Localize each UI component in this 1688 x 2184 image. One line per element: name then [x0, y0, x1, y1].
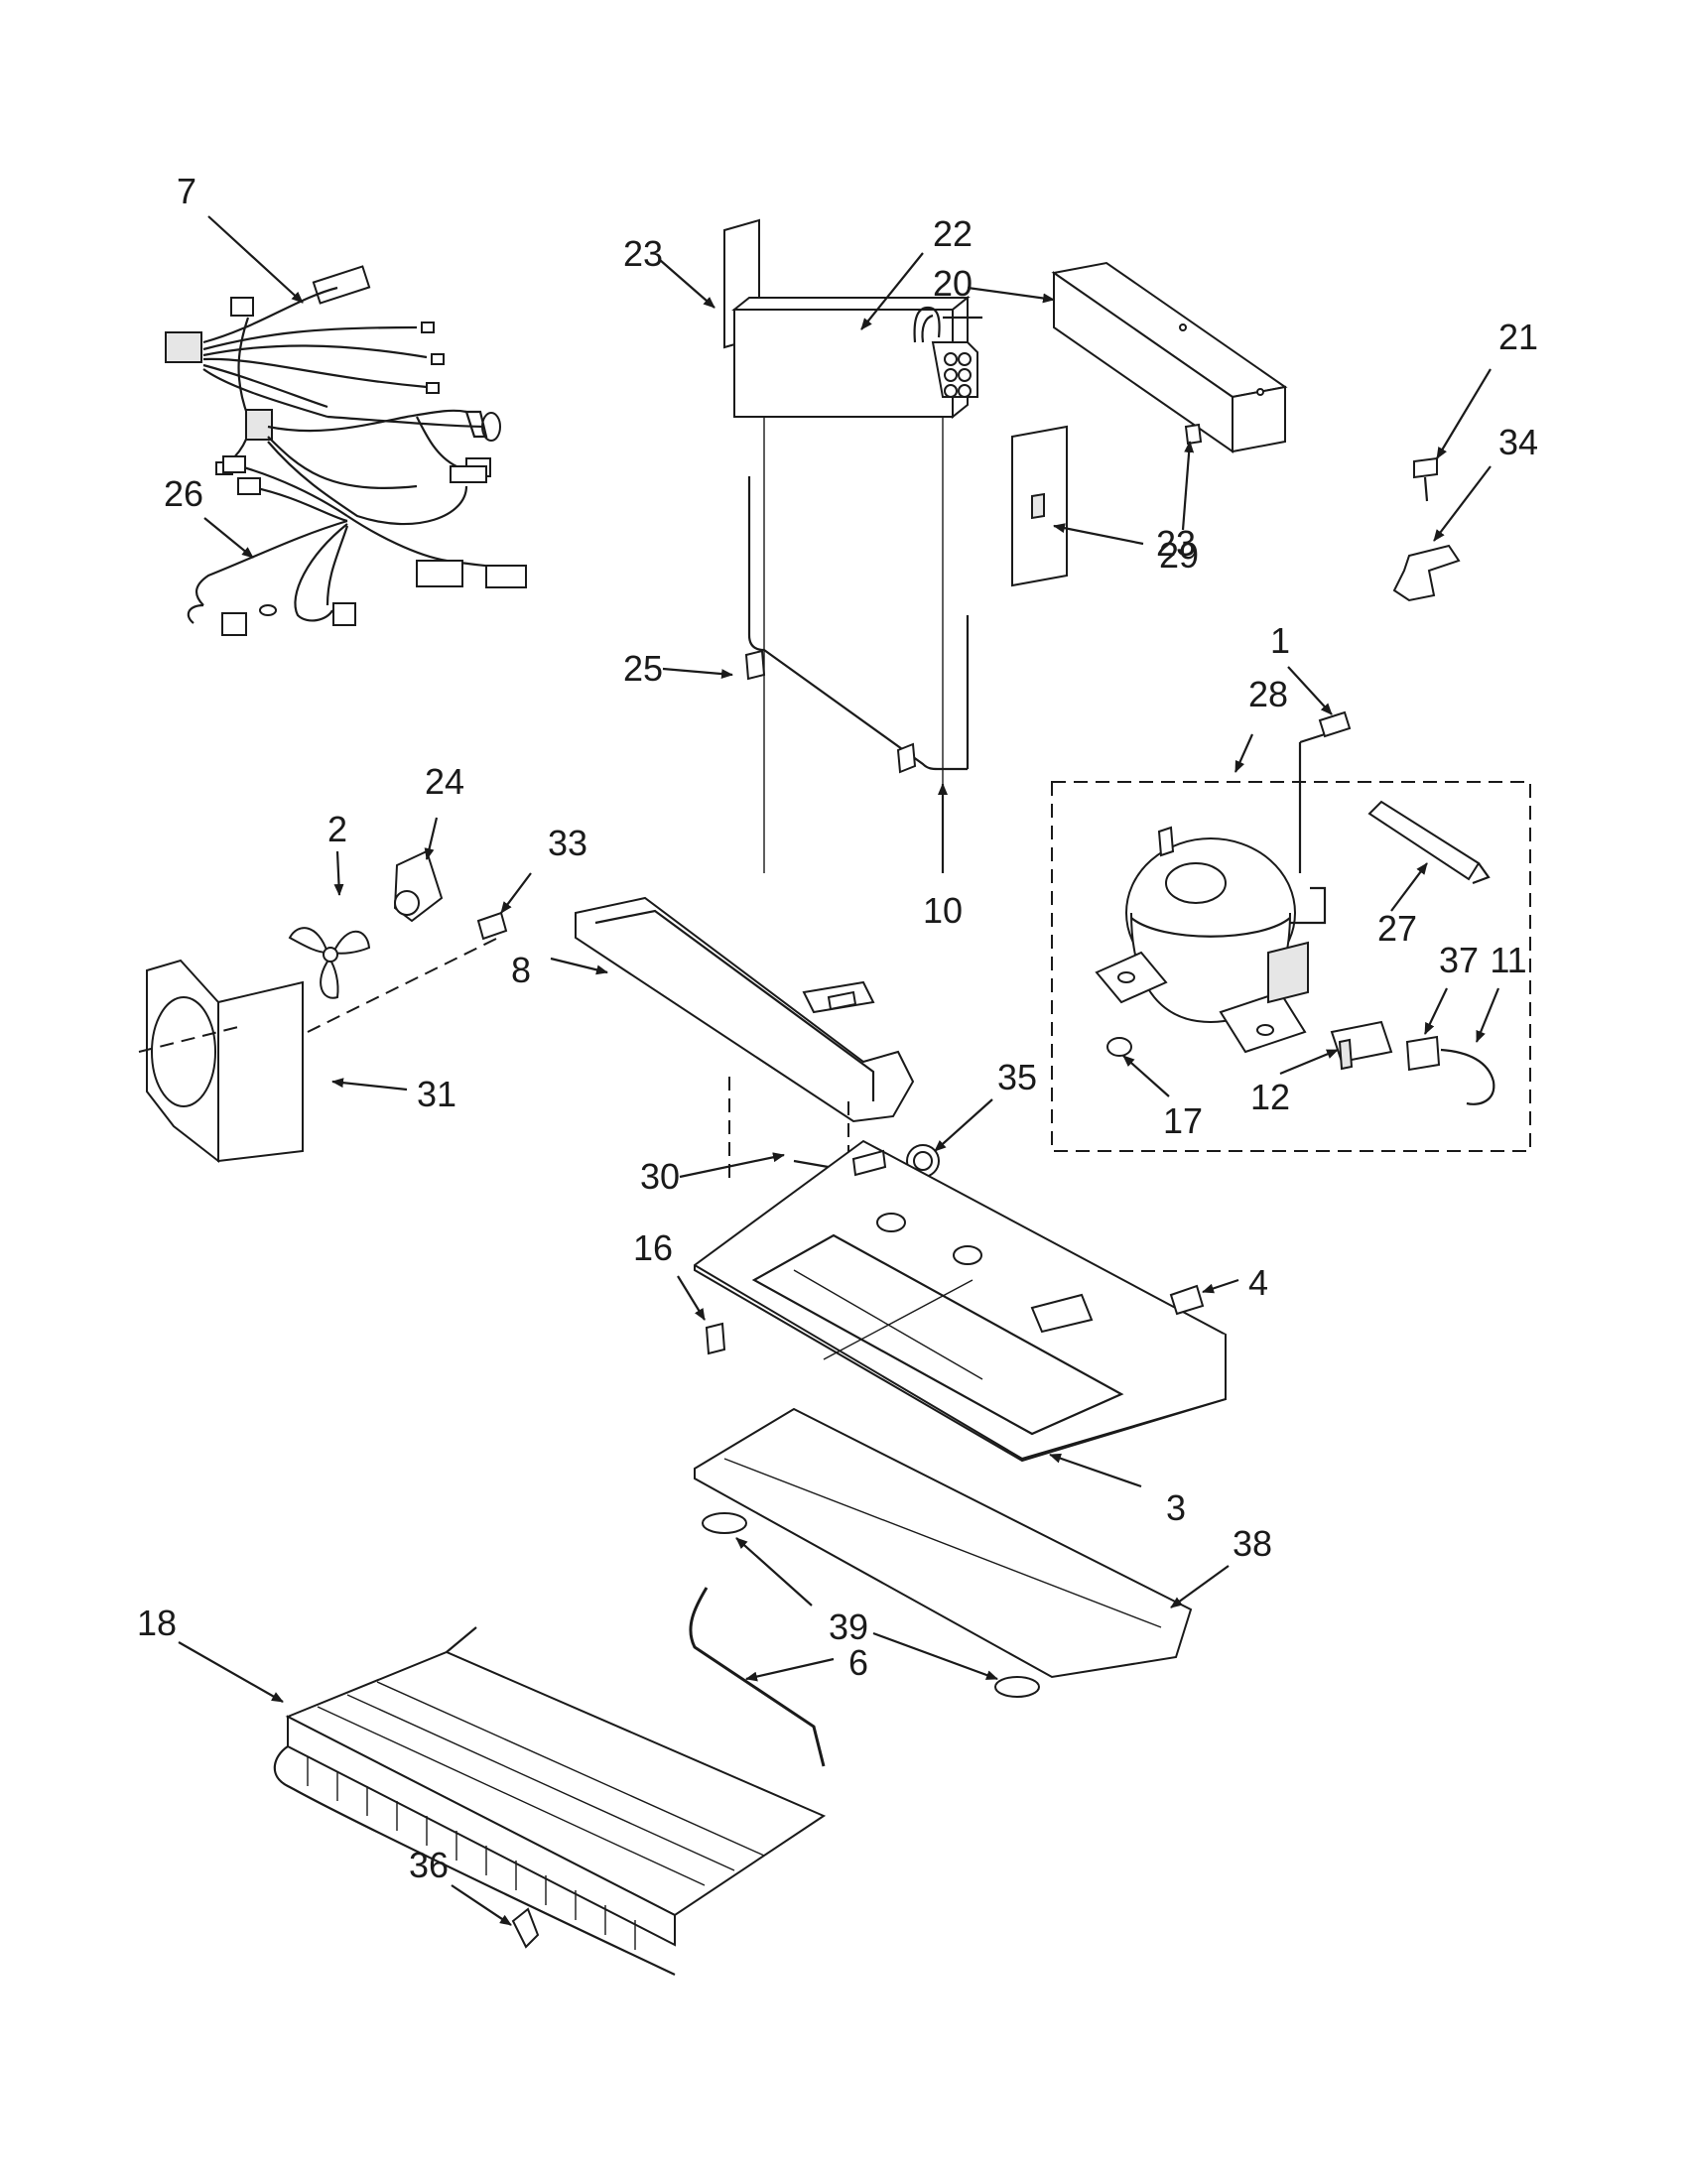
callout-6: 6: [848, 1642, 868, 1683]
callout-10: 10: [923, 890, 963, 931]
part-16-screw: [705, 1322, 726, 1355]
part-11-wire: [1440, 1048, 1495, 1105]
part-4-screw: [1169, 1284, 1205, 1316]
callout-36: 36: [409, 1845, 449, 1885]
callout-37: 37: [1439, 940, 1479, 980]
callout-33: 33: [548, 823, 587, 863]
part-27-drier: [1367, 800, 1491, 885]
part-34-bracket: [1392, 544, 1461, 602]
compressor: [1095, 826, 1327, 1054]
callout-38: 38: [1233, 1523, 1272, 1564]
part-7-wire-harness: [165, 265, 501, 477]
callout-8: 8: [511, 950, 531, 990]
part-22-evaporator-assembly: [723, 218, 1068, 873]
callout-21: 21: [1498, 317, 1538, 357]
part-20-cover: [1051, 261, 1288, 453]
callout-16: 16: [633, 1227, 673, 1268]
part-39-foot: [702, 1512, 1040, 1698]
callout-39: 39: [829, 1606, 868, 1647]
callout-30: 30: [640, 1156, 680, 1197]
part-31-fan-shroud: [146, 959, 304, 1164]
part-17-grommet: [1106, 1037, 1132, 1057]
callout-23b: 23: [1156, 523, 1196, 564]
part-28-compressor-group: [1051, 781, 1531, 1152]
part-2-fan-blade: [288, 927, 371, 999]
part-21-screw: [1413, 456, 1438, 502]
callout-24: 24: [425, 761, 464, 802]
part-36-clip: [511, 1907, 540, 1949]
part-24-fan-motor: [393, 849, 444, 923]
part-8-drain-pan: [575, 896, 915, 1123]
callout-35: 35: [997, 1057, 1037, 1097]
callout-20: 20: [933, 263, 973, 304]
leader-arrows: [178, 215, 1500, 1926]
callout-25: 25: [623, 648, 663, 689]
callout-28: 28: [1248, 674, 1288, 714]
callout-18: 18: [137, 1603, 177, 1643]
callout-23a: 23: [623, 233, 663, 274]
part-18-condenser: [273, 1626, 827, 1976]
callout-31: 31: [417, 1074, 456, 1114]
callout-29: 29: [1159, 535, 1199, 576]
part-26-wire-harness: [187, 409, 527, 636]
part-12-relay: [1330, 1020, 1393, 1071]
callout-1: 1: [1270, 620, 1290, 661]
callout-2: 2: [327, 809, 347, 849]
callout-11: 11: [1490, 940, 1526, 980]
callout-12: 12: [1250, 1077, 1290, 1117]
callout-3: 3: [1166, 1487, 1186, 1528]
part-6-wire: [689, 1587, 826, 1767]
part-33-screw: [476, 911, 508, 941]
callout-7: 7: [177, 171, 196, 211]
callout-17: 17: [1163, 1100, 1203, 1141]
callout-22: 22: [933, 213, 973, 254]
callout-labels: 7 26 2 24 33 8 31 23 22 20 23 29 21 34 1…: [137, 171, 1538, 1885]
part-3-base: [694, 1139, 1227, 1463]
part-29-clip: [1184, 423, 1203, 446]
callout-34: 34: [1498, 422, 1538, 462]
callout-4: 4: [1248, 1262, 1268, 1303]
part-1-screw: [1298, 710, 1352, 873]
part-38-panel: [694, 1407, 1193, 1679]
callout-27: 27: [1377, 908, 1417, 949]
part-37-overload: [1405, 1035, 1441, 1072]
callout-26: 26: [164, 473, 203, 514]
